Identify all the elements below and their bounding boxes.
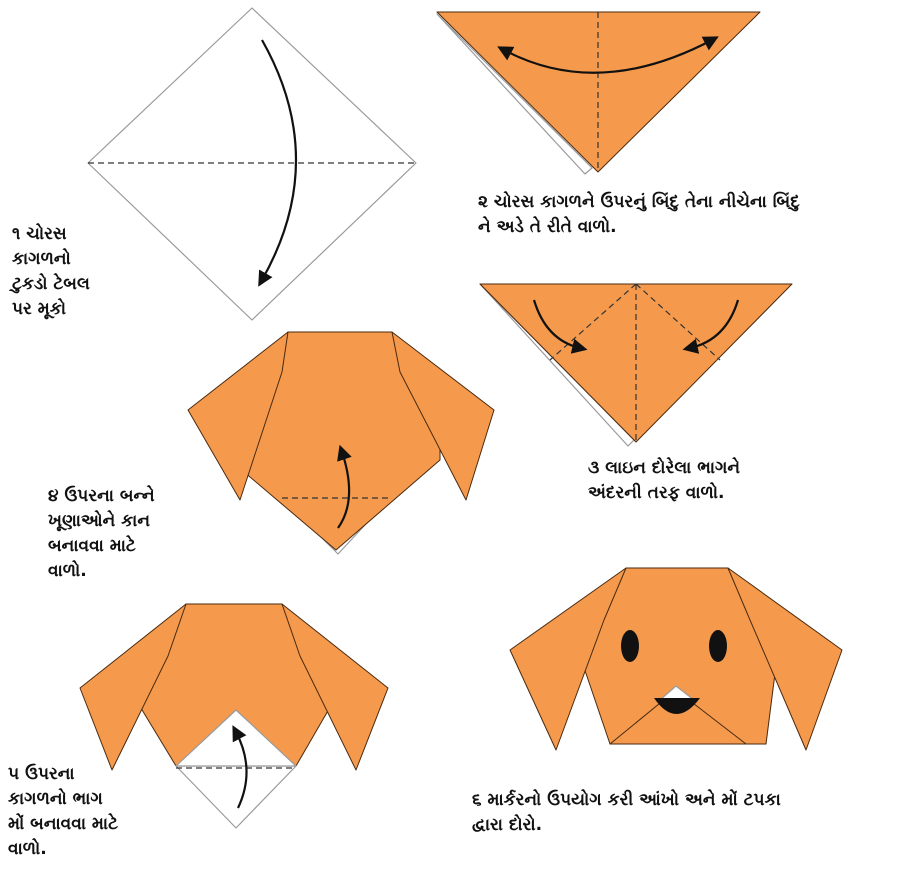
step-1-caption: ૧ ચોરસ કાગળનો ટુકડો ટેબલ પર મૂકો [12, 222, 90, 322]
white-square-paper [88, 8, 416, 320]
step-5-caption: ૫ ઉપરના કાગળનો ભાગ મોં બનાવવા માટે વાળો. [8, 762, 118, 862]
step-2-caption: ૨ ચોરસ કાગળને ઉપરનું બિંદુ તેના નીચેના બ… [478, 190, 800, 240]
step-6-illustration [510, 568, 842, 750]
eye-icon [709, 630, 727, 662]
step-4-illustration [188, 332, 494, 554]
step-4-caption: ૪ ઉપરના બન્ને ખૂણાઓને કાન બનાવવા માટે વા… [48, 484, 155, 584]
step-3-illustration [480, 284, 792, 446]
step-1-illustration [88, 8, 416, 320]
step-3-caption: ૩ લાઇન દોરેલા ભાગને અંદરની તરફ વાળો. [588, 456, 740, 506]
white-mouth-flap [176, 766, 296, 828]
eye-icon [621, 630, 639, 662]
step-5-illustration [80, 604, 388, 828]
step-6-caption: ૬ માર્કરનો ઉપયોગ કરી આંખો અને મોં ટપકા દ… [472, 788, 781, 838]
step-2-illustration [437, 12, 760, 174]
